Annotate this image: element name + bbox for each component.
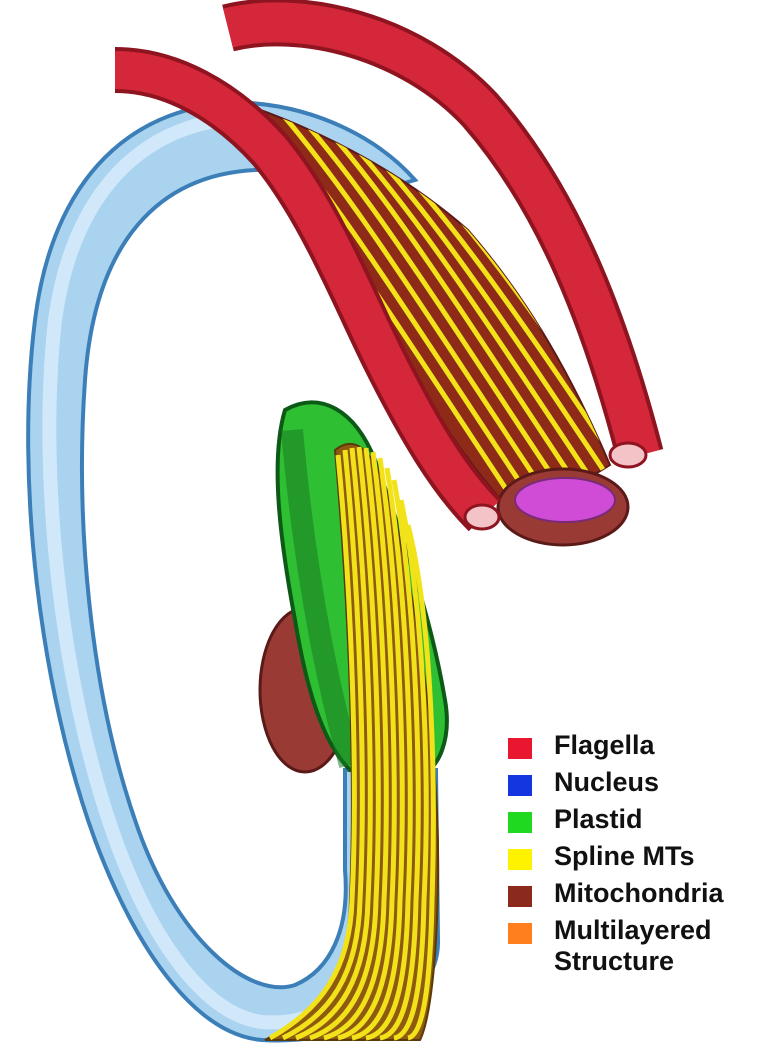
legend-swatch-multilayered-structure — [508, 923, 532, 944]
legend-swatch-mitochondria — [508, 886, 532, 907]
legend-item-multilayered-structure: Multilayered Structure — [508, 914, 758, 984]
legend-label-plastid: Plastid — [554, 803, 643, 835]
legend-label-multilayered: Multilayered — [554, 914, 712, 946]
legend-swatch-plastid — [508, 812, 532, 833]
legend-swatch-spline-mts — [508, 849, 532, 870]
legend: Flagella Nucleus Plastid Spline MTs Mito… — [508, 729, 758, 984]
flagellum-outer-tip — [610, 443, 646, 467]
legend-label-spline-mts: Spline MTs — [554, 840, 695, 872]
legend-item-flagella: Flagella — [508, 729, 758, 766]
legend-label-structure: Structure — [554, 945, 674, 977]
nucleus-cap — [515, 478, 615, 522]
legend-swatch-flagella — [508, 738, 532, 759]
legend-item-spline-mts: Spline MTs — [508, 840, 758, 877]
legend-swatch-nucleus — [508, 775, 532, 796]
legend-item-mitochondria: Mitochondria — [508, 877, 758, 914]
legend-item-nucleus: Nucleus — [508, 766, 758, 803]
flagellum-inner-tip — [465, 505, 499, 529]
legend-label-flagella: Flagella — [554, 729, 655, 761]
legend-label-mitochondria: Mitochondria — [554, 877, 724, 909]
legend-item-plastid: Plastid — [508, 803, 758, 840]
legend-label-nucleus: Nucleus — [554, 766, 659, 798]
